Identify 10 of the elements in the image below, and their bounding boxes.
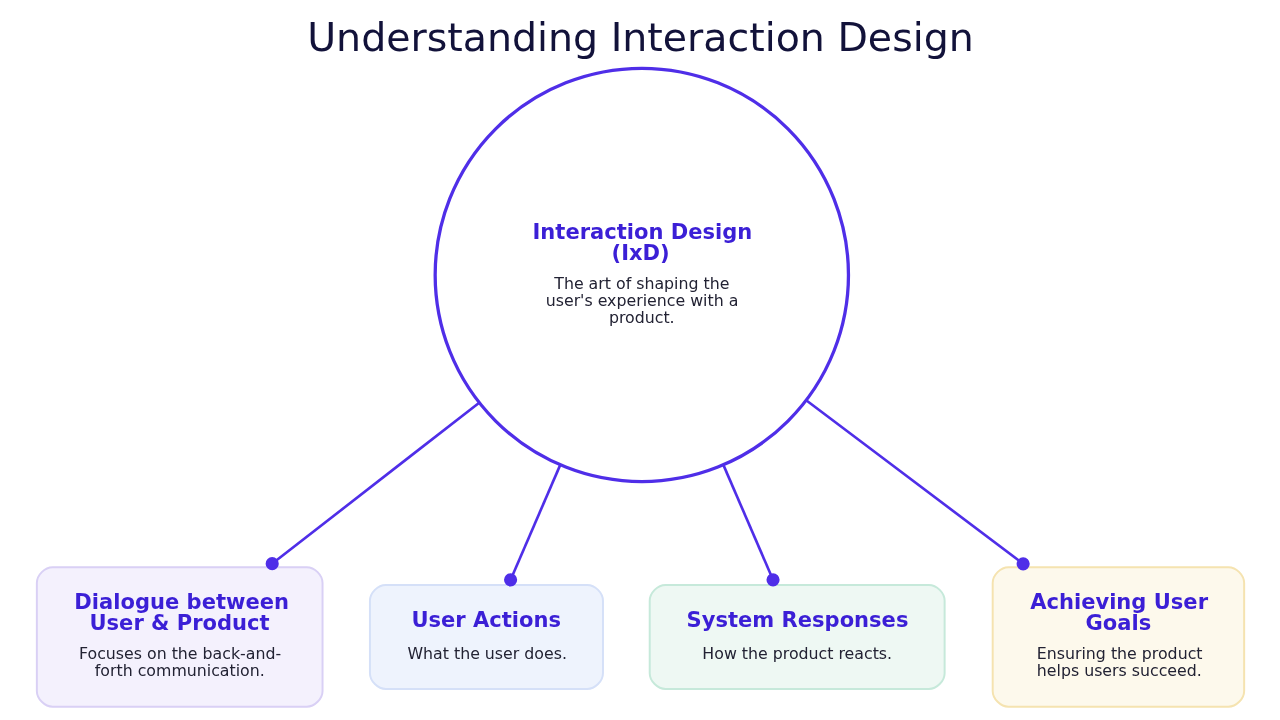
node-box: User Actions What the user does. (368, 583, 604, 690)
diagram-title: Understanding Interaction Design (306, 13, 974, 60)
node-circle: Interaction Design (IxD) The art of shaping the user's experience with a product. (433, 66, 850, 483)
connector (265, 401, 480, 570)
node-box: Achieving User Goals Ensuring the product helps users succeed. (991, 565, 1245, 708)
node-box: System Responses How the product reacts. (648, 583, 946, 690)
node-box: Dialogue between User & Product Focuses on the back-and-forth communication. (35, 565, 324, 708)
connector (805, 398, 1030, 570)
connector (503, 463, 561, 586)
connector (721, 463, 780, 586)
